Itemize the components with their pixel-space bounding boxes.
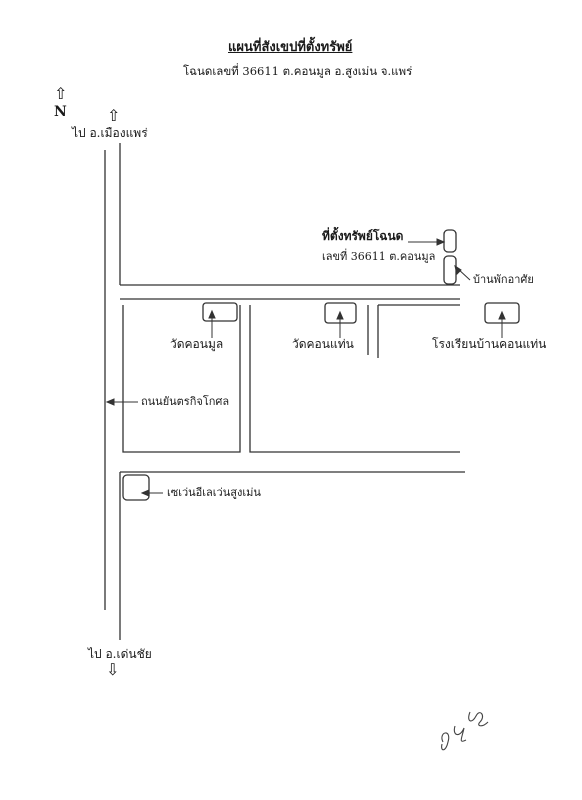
north-label: N <box>54 104 67 120</box>
south-direction-arrow-icon: ⇩ <box>106 660 120 679</box>
house-marker <box>443 255 457 285</box>
temple-konmul-marker <box>202 302 238 322</box>
signature-scribble <box>441 711 489 751</box>
north-destination-label: ไป อ.เมืองแพร่ <box>72 126 148 140</box>
map-subtitle: โฉนดเลขที่ 36611 ต.คอนมูล อ.สูงเม่น จ.แพ… <box>183 64 413 78</box>
north-direction-arrow-icon: ⇧ <box>107 106 121 125</box>
school-label: โรงเรียนบ้านคอนแท่น <box>432 337 547 351</box>
property-title-label: ที่ตั้งทรัพย์โฉนด <box>322 229 404 243</box>
main-road-label: ถนนยันตรกิจโกศล <box>141 395 230 408</box>
property-deed-label: เลขที่ 36611 ต.คอนมูล <box>322 250 436 263</box>
north-arrow-icon: ⇧ <box>54 84 68 103</box>
block-temple-konmul <box>122 305 241 453</box>
store-marker <box>122 474 150 501</box>
temple-konthaen-label: วัดคอนแท่น <box>292 337 354 351</box>
map-title: แผนที่สังเขปที่ตั้งทรัพย์ <box>228 40 353 55</box>
property-marker <box>443 229 457 253</box>
temple-konmul-label: วัดคอนมูล <box>170 337 224 351</box>
house-label: บ้านพักอาศัย <box>473 273 534 286</box>
pointer-arrows <box>105 238 506 497</box>
store-label: เซเว่นอีเลเว่นสูงเม่น <box>167 486 261 499</box>
south-destination-label: ไป อ.เด่นชัย <box>88 647 152 661</box>
block-temple-konthaen <box>249 305 460 453</box>
